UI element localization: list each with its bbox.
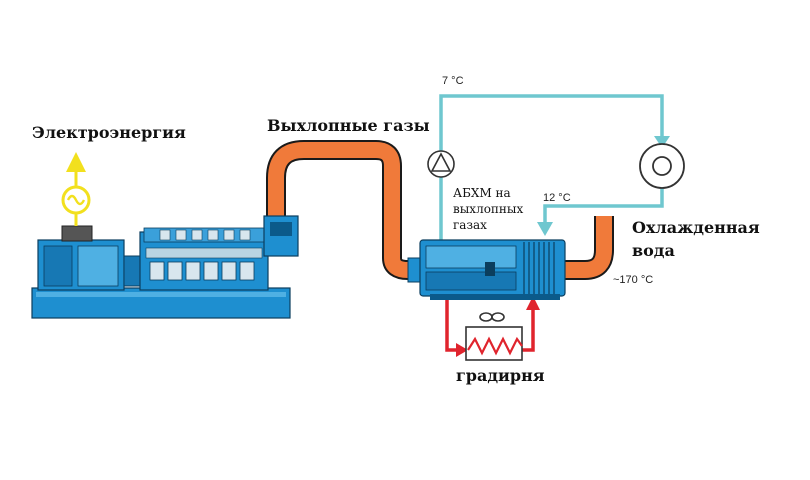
cooling-water-arrow-right: [456, 343, 468, 357]
chilled-water-return-line: [543, 188, 664, 225]
electricity-arrow-up: [66, 152, 86, 172]
generator-terminal-box: [61, 225, 93, 242]
gas-engine-generator: [31, 215, 299, 319]
electricity-output: [61, 152, 91, 226]
heat-exchanger-coil-icon: [467, 336, 523, 356]
chilled-water-arrow-down-left: [537, 222, 553, 236]
chilled-water-label-line1: Охлажденная: [632, 218, 760, 237]
absorber-label-line3: газах: [453, 218, 487, 232]
pump-icon: [427, 150, 455, 178]
cooling-water-arrow-up: [526, 296, 540, 310]
absorption-chiller: [407, 239, 566, 300]
chilled-water-label-line2: вода: [632, 241, 675, 260]
electricity-label: Электроэнергия: [32, 123, 186, 142]
absorber-label-line1: АБХМ на: [453, 186, 511, 200]
cooling-water-return-line: [522, 306, 535, 352]
fan-icon: [479, 312, 505, 322]
exhaust-pipe-fill: [268, 142, 409, 278]
chiller-fins: [523, 242, 555, 294]
supply-temperature-label: 7 °C: [442, 75, 464, 87]
cooling-tower: [465, 312, 523, 361]
engine-cylinders: [149, 261, 255, 281]
exhaust-outlet-pipe-fill: [563, 216, 612, 278]
return-temperature-label: 12 °C: [543, 192, 571, 204]
exhaust-outlet-temperature-label: ~170 °C: [613, 274, 653, 286]
cooling-tower-label: градирня: [456, 366, 545, 385]
exhaust-gases-label: Выхлопные газы: [267, 116, 430, 135]
absorber-label-line2: выхлопных: [453, 202, 523, 216]
chilled-water-consumer-icon: [639, 143, 685, 189]
chilled-water-arrow-down-right: [654, 136, 670, 148]
cooling-water-loop: [445, 300, 535, 352]
generator-symbol-icon: [61, 185, 91, 215]
engine-valve-covers: [159, 229, 251, 241]
cooling-water-out-line: [445, 300, 458, 352]
